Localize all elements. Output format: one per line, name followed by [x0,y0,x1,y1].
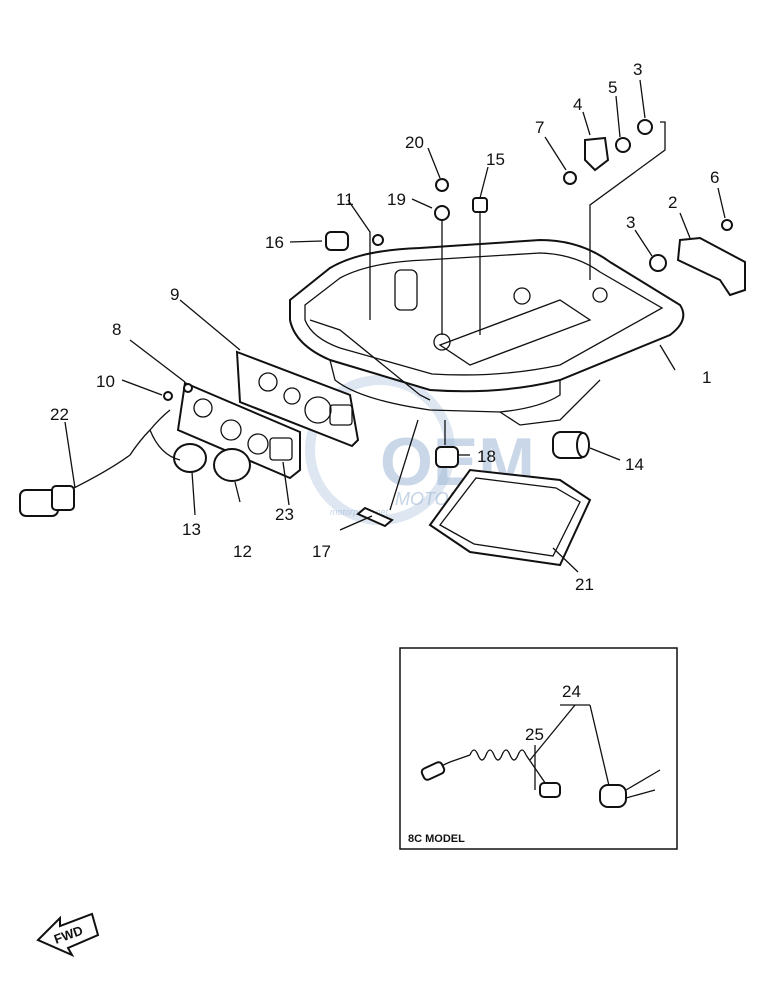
callout-25: 25 [525,725,544,744]
callout-4: 4 [573,95,582,114]
clip-17 [356,506,394,528]
grommet-18 [435,446,459,468]
callout-17: 17 [312,542,331,561]
callout-8: 8 [112,320,121,339]
fwd-arrow-icon: FWD [36,912,100,958]
callout-9: 9 [170,285,179,304]
callout-5: 5 [608,78,617,97]
callout-2: 2 [668,193,677,212]
front-plate [176,381,301,480]
callout-23: 23 [275,505,294,524]
inset-8c-model: 8C MODEL 24 25 [399,647,678,850]
callout-12: 12 [233,542,252,561]
bottom-gasket [428,468,592,567]
callout-labels: 1 2 3 3 4 5 6 7 8 9 10 11 12 13 14 15 16… [50,60,719,594]
small-fasteners [163,119,733,401]
callout-10: 10 [96,372,115,391]
cable-assembly [19,409,181,517]
callout-24: 24 [562,682,581,701]
callout-6: 6 [710,168,719,187]
callout-7: 7 [535,118,544,137]
callout-3b: 3 [626,213,635,232]
callout-18: 18 [477,447,496,466]
inset-title: 8C MODEL [408,833,465,845]
callout-21: 21 [575,575,594,594]
grommet-14 [552,431,590,459]
callout-14: 14 [625,455,644,474]
bracket-2 [676,236,746,297]
bottom-cowling [289,238,685,426]
callout-15: 15 [486,150,505,169]
plug-13 [173,443,207,473]
callout-13: 13 [182,520,201,539]
callout-11: 11 [336,190,354,209]
callout-16: 16 [265,233,284,252]
callout-20: 20 [405,133,424,152]
callout-3a: 3 [633,60,642,79]
callout-19: 19 [387,190,406,209]
callout-1: 1 [702,368,711,387]
leader-lines [64,79,726,573]
gasket-plate [235,350,360,448]
callout-22: 22 [50,405,69,424]
plug-12 [213,448,251,482]
